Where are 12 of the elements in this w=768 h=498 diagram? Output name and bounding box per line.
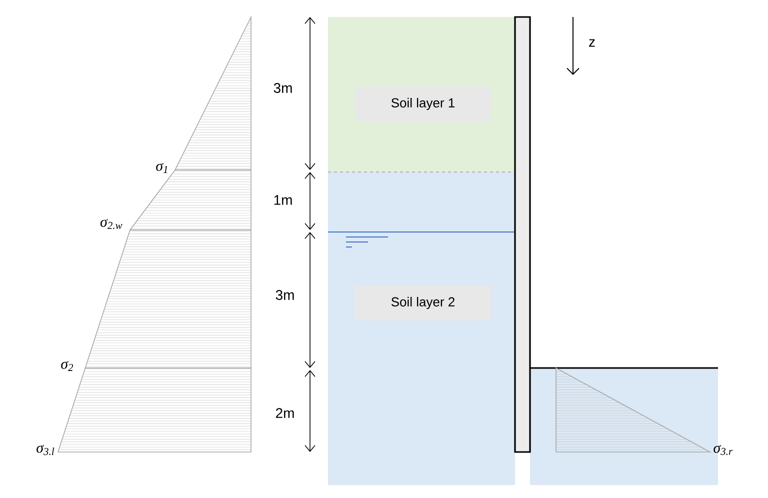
stress-label: σ$_{1}$ (156, 163, 168, 173)
stress-label: σ$_{2.w}$ (100, 218, 122, 229)
dimension-label: 2m (276, 408, 294, 418)
stress-label: σ$_{3.l}$ (36, 444, 54, 456)
dimension-label: 1m (274, 195, 292, 205)
stress-label: σ$_{3.r}$ (714, 444, 733, 456)
dimension-label: 3m (276, 290, 294, 300)
stress-label: σ$_{2}$ (61, 361, 74, 371)
soil-layer-label: Soil layer 2 (355, 286, 491, 320)
dimension-label: 3m (274, 83, 292, 93)
soil-layer-label: Soil layer 1 (355, 86, 491, 122)
axis-label: z (589, 39, 595, 47)
